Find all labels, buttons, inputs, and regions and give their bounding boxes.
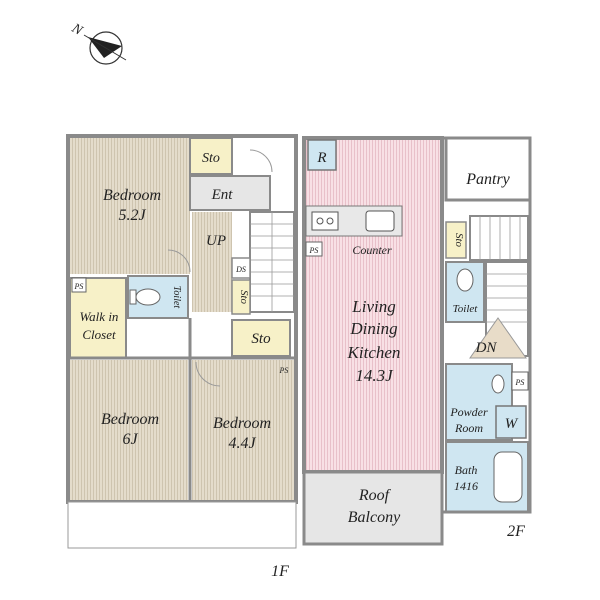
f2-r-label: R: [316, 150, 326, 166]
compass-letter: N: [68, 21, 85, 39]
f2-dn-label: DN: [475, 340, 498, 356]
sto-top-area: [189, 137, 233, 175]
bedroom-left-floor: [70, 360, 188, 500]
f1-bedroom-right-name: Bedroom: [213, 415, 271, 432]
f1-up-label: UP: [206, 233, 226, 249]
compass: N: [68, 21, 127, 65]
f2-pantry-label: Pantry: [465, 171, 510, 188]
floor-2-plan: [302, 136, 532, 546]
ps-bath-box: [511, 371, 529, 391]
f2-ps-counter-label: PS: [309, 246, 319, 255]
bedroom-top-floor: [70, 138, 190, 274]
f2-ldk-line3: Kitchen: [347, 343, 401, 362]
f2-bath-line2: 1416: [454, 479, 478, 493]
f2-roof-line1: Roof: [358, 487, 392, 504]
f2-sto-label: Sto: [453, 233, 465, 248]
f1-sto-small-label: Sto: [238, 290, 250, 305]
f1-bedroom-left-name: Bedroom: [101, 411, 159, 428]
f1-ps2-label: PS: [279, 366, 289, 375]
ps-counter-box: [305, 241, 323, 257]
sto-small-area: [231, 279, 251, 315]
f2-powder-line1: Powder: [449, 405, 488, 419]
f1-sto-top-label: Sto: [202, 151, 220, 166]
f2-ldk-line2: Dining: [349, 319, 397, 338]
roof-balcony-area: [302, 470, 444, 546]
ps1-box: [71, 277, 87, 293]
sto-mid-area: [231, 319, 291, 357]
f2-powder-line2: Room: [454, 421, 483, 435]
f2-roof-line2: Balcony: [348, 509, 401, 526]
f1-ds-label: DS: [235, 265, 246, 274]
dn-landing: [469, 317, 527, 359]
r-box: [307, 139, 337, 171]
f1-bedroom-left-size: 6J: [122, 431, 138, 448]
floor1-caption: 1F: [271, 563, 289, 580]
ent-area: [189, 175, 271, 211]
toilet-2f-area: [445, 261, 485, 323]
f2-ps-bath-label: PS: [515, 378, 525, 387]
f1-walkin-line1: Walk in: [80, 309, 119, 324]
f1-walkin-line2: Closet: [82, 327, 116, 342]
f1-toilet-label: Toilet: [171, 286, 182, 309]
f2-w-label: W: [505, 416, 519, 432]
f1-bedroom-top-size: 5.2J: [118, 207, 146, 224]
f2-ldk-line1: Living: [351, 297, 395, 316]
f1-sto-mid-label: Sto: [251, 331, 271, 347]
pantry-area: [444, 136, 532, 202]
ldk-floor: [302, 136, 444, 474]
f1-ps1-label: PS: [74, 282, 84, 291]
sto-2f-area: [445, 221, 467, 259]
w-box: [495, 405, 527, 439]
hall-1f: [192, 212, 232, 312]
stair-2f: [469, 215, 529, 261]
f1-ent-label: Ent: [211, 187, 234, 203]
ds-area: [231, 257, 251, 279]
f1-bedroom-right-size: 4.4J: [228, 435, 256, 452]
floor-1-plan: [66, 134, 298, 549]
f2-toilet-label: Toilet: [453, 303, 479, 315]
f2-counter-label: Counter: [352, 243, 392, 257]
f1-bedroom-top-name: Bedroom: [103, 187, 161, 204]
f2-bath-line1: Bath: [455, 463, 478, 477]
floor2-caption: 2F: [507, 523, 525, 540]
f2-ldk-size: 14.3J: [355, 366, 394, 385]
